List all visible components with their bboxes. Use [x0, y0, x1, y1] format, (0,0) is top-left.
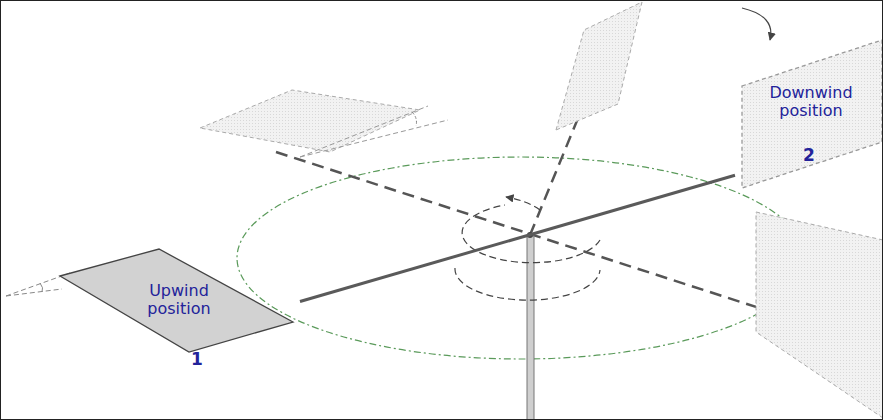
pitch-arrow	[742, 8, 771, 40]
rotor-arm	[300, 175, 735, 301]
callout-number: 2	[797, 146, 821, 166]
angle-arc	[40, 283, 43, 292]
rotation-arc	[455, 268, 600, 300]
position-label: Upwind position	[133, 282, 225, 319]
position-label: Downwind position	[761, 84, 861, 121]
tower-pole	[527, 236, 534, 420]
downwind-blade: Downwind position 2	[735, 36, 883, 194]
orbit-path	[237, 157, 805, 359]
ghost-arm	[276, 152, 812, 325]
ghost-blade	[756, 212, 883, 418]
rotation-arrow	[506, 197, 540, 210]
angle-line	[300, 120, 448, 157]
ghost-blade	[200, 90, 420, 152]
angle-line	[300, 106, 428, 157]
ghost-blade	[556, 2, 642, 130]
blade-plate	[60, 249, 293, 352]
angle-line	[6, 289, 62, 296]
upwind-blade: Upwind position 1	[55, 244, 300, 376]
angle-arc	[412, 112, 417, 126]
callout-number: 1	[185, 350, 209, 370]
blade-plate	[742, 40, 882, 188]
